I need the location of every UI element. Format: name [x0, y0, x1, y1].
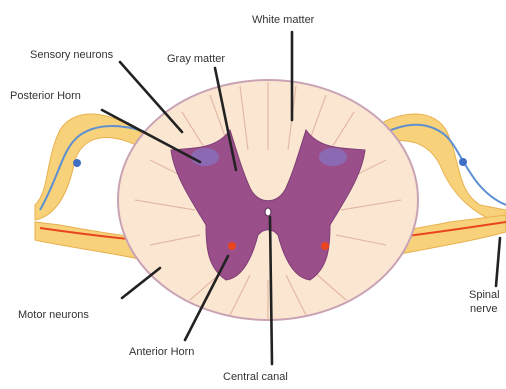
label-spinal-nerve-line1: Spinal — [469, 289, 500, 301]
label-white-matter: White matter — [252, 14, 315, 26]
left-ganglion-cell — [73, 159, 81, 167]
sensory-neurons-leader — [120, 62, 182, 132]
spinal-nerve-leader — [496, 238, 500, 286]
left-posterior-horn — [191, 148, 219, 166]
label-sensory-neurons: Sensory neurons — [30, 49, 114, 61]
label-posterior-horn: Posterior Horn — [10, 90, 81, 102]
right-posterior-horn — [319, 148, 347, 166]
label-gray-matter: Gray matter — [167, 53, 225, 65]
label-anterior-horn: Anterior Horn — [129, 346, 194, 358]
label-central-canal: Central canal — [223, 371, 288, 383]
label-spinal-nerve-line2: nerve — [470, 303, 498, 315]
right-ganglion-cell — [459, 158, 467, 166]
right-motor-cell — [321, 242, 329, 250]
left-motor-cell — [228, 242, 236, 250]
label-motor-neurons: Motor neurons — [18, 309, 89, 321]
central-canal — [265, 208, 271, 216]
motor-neurons-leader — [122, 268, 160, 298]
